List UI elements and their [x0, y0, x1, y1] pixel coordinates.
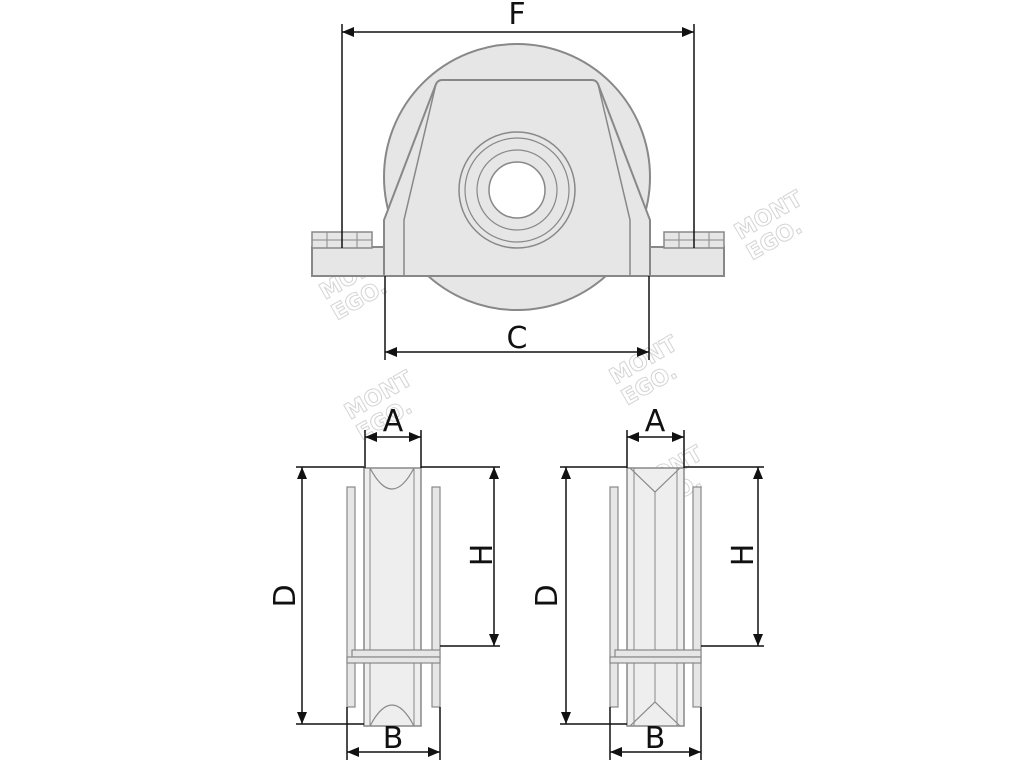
dimension-label-h: H — [726, 544, 761, 567]
dimension-label-a: A — [383, 404, 404, 439]
dimension-a-right: A — [626, 404, 685, 468]
bearing-outer-ring — [458, 131, 576, 249]
dimension-d-left: D — [268, 466, 364, 725]
dimension-h-right: H — [684, 466, 764, 647]
axle — [609, 656, 702, 664]
side-view-v-groove — [609, 467, 702, 727]
u-groove-wheel — [363, 467, 422, 727]
dimension-label-c: C — [507, 321, 528, 356]
base-rail — [351, 649, 441, 658]
dimension-c: C — [384, 276, 650, 360]
housing-edge-left — [403, 83, 437, 276]
bracket-plate-right — [431, 486, 441, 708]
dimension-f: F — [341, 0, 695, 248]
dimension-d-right: D — [530, 466, 627, 725]
bracket-plate-left — [346, 486, 356, 708]
dimension-label-d: D — [268, 584, 303, 607]
dimension-label-f: F — [508, 0, 525, 32]
dimension-label-d: D — [530, 584, 565, 607]
dimension-a-left: A — [364, 404, 422, 468]
bearing-ring — [464, 137, 570, 243]
dimension-label-b: B — [383, 721, 404, 756]
side-view-u-groove — [346, 467, 441, 727]
axle-hole — [488, 161, 546, 219]
top-view — [311, 43, 725, 311]
bracket-plate-right — [692, 486, 702, 708]
axle — [346, 656, 441, 664]
watermark: MONT EGO. — [605, 331, 683, 411]
bracket-plate-left — [609, 486, 619, 708]
dimension-h-left: H — [421, 466, 500, 647]
dimension-b-right: B — [609, 707, 702, 760]
dimension-label-h: H — [465, 544, 500, 567]
base-rail — [614, 649, 702, 658]
watermark: MONT EGO. — [730, 186, 808, 266]
housing-edge-right — [597, 83, 631, 276]
bearing-inner-ring — [476, 149, 558, 231]
dimension-label-b: B — [645, 721, 666, 756]
dimension-b-left: B — [346, 707, 441, 760]
dimension-label-a: A — [645, 404, 666, 439]
